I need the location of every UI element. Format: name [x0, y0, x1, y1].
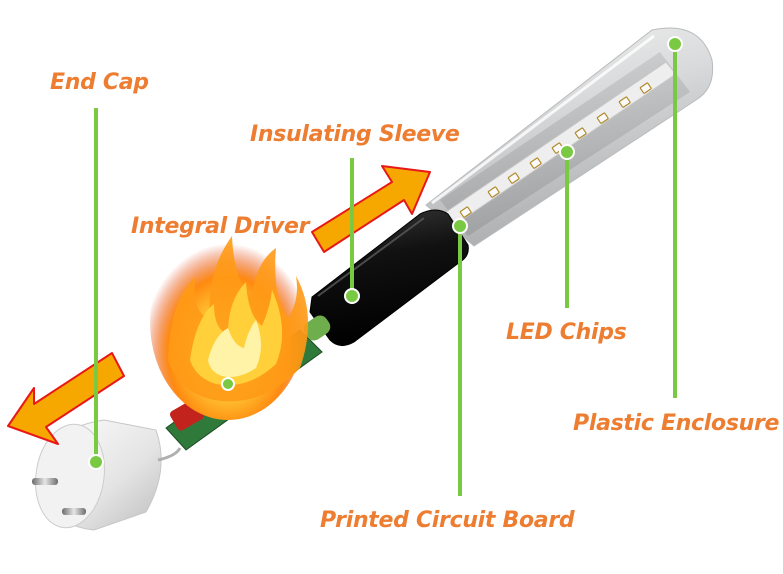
dot-led-chips [559, 144, 575, 160]
end-cap [35, 419, 182, 531]
end-cap-pins [32, 478, 86, 515]
dot-plastic-enclosure [667, 36, 683, 52]
fire-icon [150, 224, 309, 420]
tube-highlight [431, 34, 655, 205]
insulating-sleeve [309, 209, 469, 346]
label-plastic-enclosure: Plastic Enclosure [573, 411, 780, 436]
dot-pcb [452, 218, 468, 234]
dot-insulating-sleeve [344, 288, 360, 304]
label-printed-circuit-board: Printed Circuit Board [320, 508, 575, 533]
dot-driver [221, 377, 235, 391]
led-chips [459, 82, 652, 218]
label-integral-driver: Integral Driver [131, 214, 310, 239]
arrow-right-icon [311, 165, 431, 253]
label-insulating-sleeve: Insulating Sleeve [250, 122, 460, 147]
label-end-cap: End Cap [50, 70, 149, 95]
dot-end-cap [88, 454, 104, 470]
green-capacitor [303, 315, 331, 341]
leader-dots [88, 36, 683, 470]
label-led-chips: LED Chips [506, 320, 627, 345]
leader-lines [94, 44, 677, 496]
